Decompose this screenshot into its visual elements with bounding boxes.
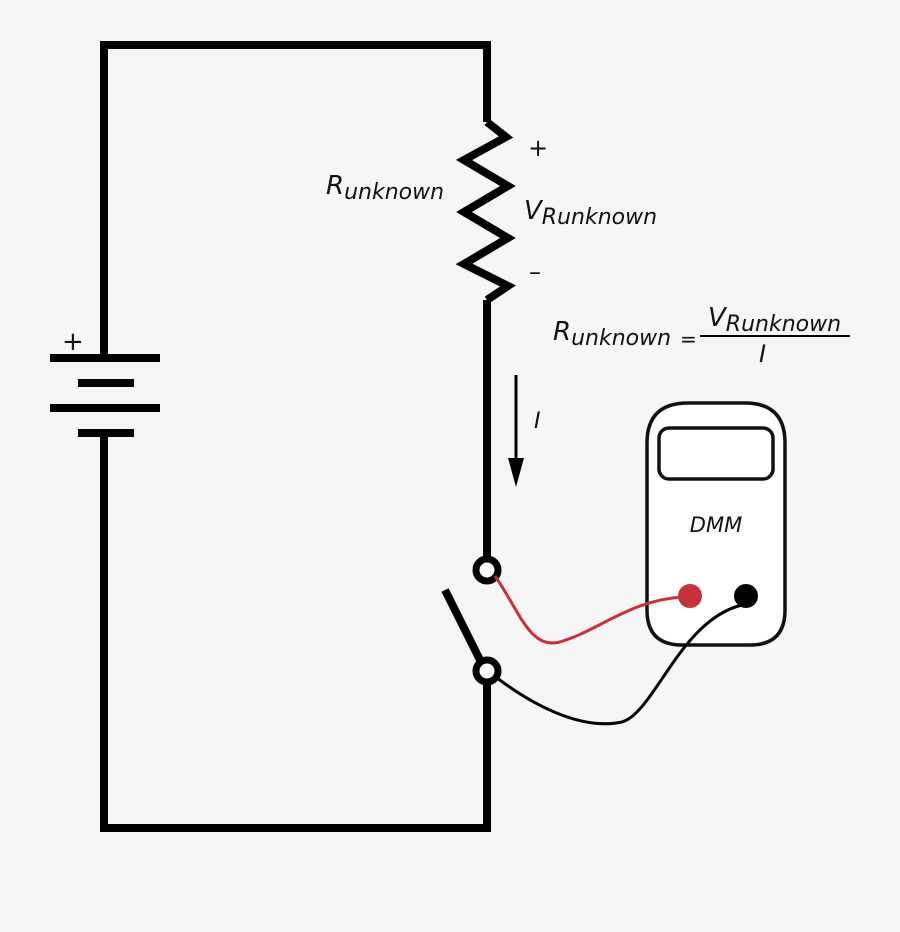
- formula-denominator: I: [759, 340, 766, 368]
- multimeter-display: [657, 426, 775, 481]
- circuit-wire-top-left: [100, 41, 491, 355]
- battery-symbol: [50, 354, 160, 437]
- resistor-minus-sign: –: [529, 258, 541, 286]
- formula-equals: =: [680, 327, 697, 351]
- formula-lhs: Runknown: [553, 317, 671, 351]
- resistor-plus-sign: +: [528, 134, 548, 162]
- switch-lever: [441, 588, 484, 662]
- circuit-wire-left-lower: [100, 434, 491, 832]
- probe-lead-black: [496, 603, 743, 726]
- multimeter: DMM: [645, 401, 787, 647]
- multimeter-label: DMM: [690, 513, 742, 537]
- voltage-label: VRunknown: [524, 196, 657, 230]
- multimeter-negative-jack[interactable]: [734, 584, 758, 608]
- resistor-label: Runknown: [326, 171, 444, 205]
- current-label: I: [534, 409, 541, 434]
- multimeter-positive-jack[interactable]: [678, 584, 702, 608]
- current-arrow: [508, 375, 524, 487]
- switch-bottom-terminal: [472, 656, 502, 686]
- battery-plus-sign: +: [62, 327, 84, 357]
- formula-numerator: VRunknown: [708, 303, 841, 337]
- probe-lead-red: [493, 575, 684, 645]
- resistor-zigzag: [455, 118, 516, 304]
- switch-top-terminal: [472, 555, 502, 585]
